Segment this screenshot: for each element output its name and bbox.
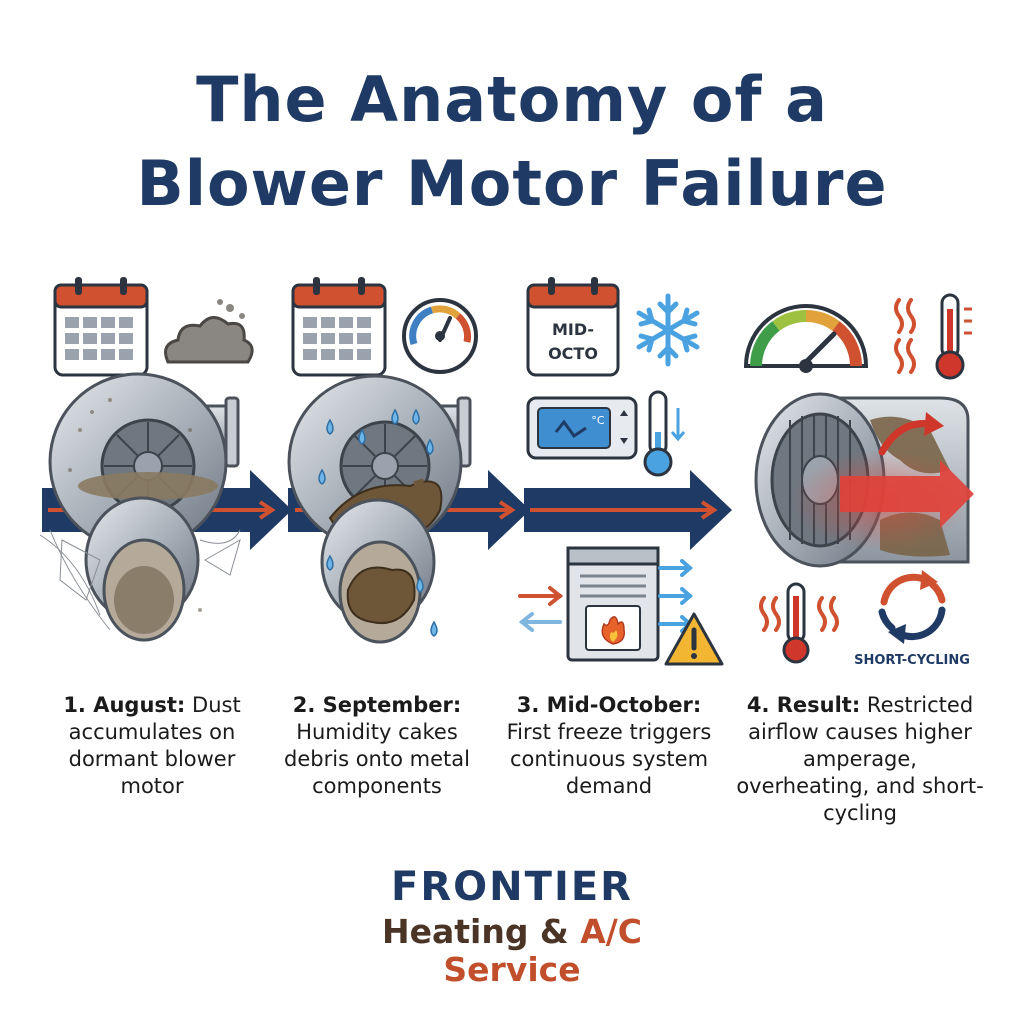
speed-gauge-icon [743,304,869,373]
step-label: 1. August: [63,693,186,717]
humidity-gauge-icon [402,298,478,374]
thermostat-unit: °C [591,414,605,427]
heat-waves-icon [759,596,781,632]
step-text: Dust accumulates on dormant blower motor [68,693,241,798]
cobweb-icon [39,529,241,631]
calendar-mid-label-1: MID- [552,320,594,339]
caked-blower-motor [287,374,472,644]
brand-name: FRONTIER [391,864,633,910]
step-caption-1: 1. August: Dust accumulates on dormant b… [37,692,267,800]
page-title: The Anatomy of a Blower Motor Failure [0,58,1024,226]
dust-cloud-icon [164,299,254,364]
step-label: 4. Result: [746,693,861,717]
calendar-icon [53,277,149,377]
brand-tagline: Heating & A/C [0,912,1024,951]
dusty-blower-motor [39,372,241,642]
brand-service: Service [443,950,581,989]
title-line-1: The Anatomy of a [196,63,828,136]
water-droplets-icon [318,408,438,637]
overheating-blower-motor [754,392,974,568]
thermostat-icon: °C [526,396,638,460]
furnace-icon [566,546,660,662]
short-cycling-label: SHORT-CYCLING [854,653,970,668]
step-text: First freeze triggers continuous system … [506,720,712,798]
thermometer-hot-icon [782,582,810,664]
heat-waves-icon [894,298,916,374]
brand-tagline-part-2: A/C [580,912,643,951]
short-cycling-icon [878,570,946,644]
warning-icon [664,612,724,666]
title-line-2: Blower Motor Failure [136,147,888,220]
step-label: 3. Mid-October: [516,693,702,717]
step-caption-3: 3. Mid-October: First freeze triggers co… [494,692,724,800]
step-text: Restricted airflow causes higher amperag… [736,693,984,825]
brand-tagline-part-1: Heating & [381,912,569,951]
calendar-icon [291,277,387,377]
thermometer-hot-icon [935,293,972,380]
step-caption-2: 2. September: Humidity cakes debris onto… [262,692,492,800]
step-text: Humidity cakes debris onto metal compone… [284,720,470,798]
step-label: 2. September: [292,693,462,717]
heat-waves-icon [817,596,839,632]
calendar-mid-october-icon: MID- OCTO [526,277,620,377]
snowflake-icon [636,293,700,367]
calendar-mid-label-2: OCTO [548,344,598,363]
step-caption-4: 4. Result: Restricted airflow causes hig… [735,692,985,827]
thermometer-cold-icon [643,390,686,477]
